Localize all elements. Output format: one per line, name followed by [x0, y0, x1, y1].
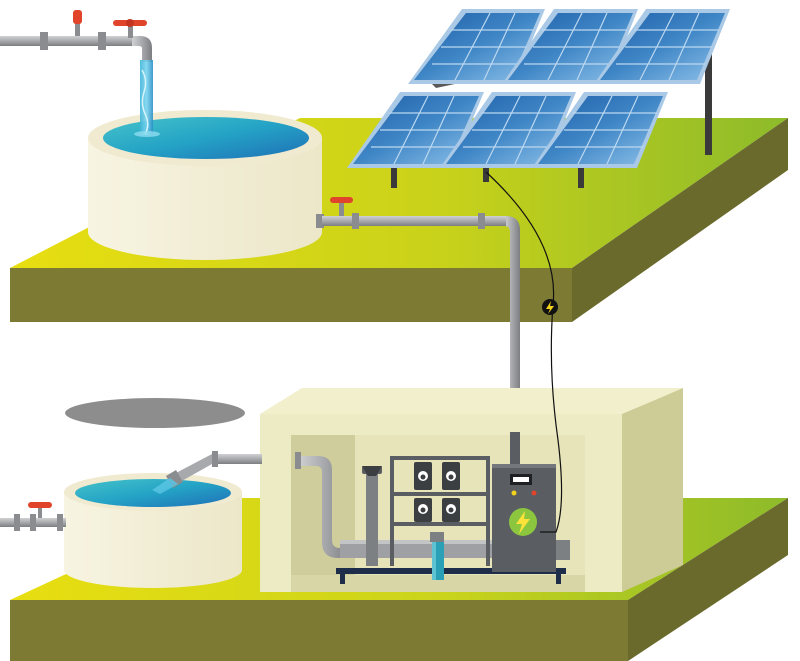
lightning-bolt-icon — [516, 511, 530, 534]
pressure-vessel — [414, 498, 432, 522]
inverter-standpipe — [510, 432, 520, 464]
filter-housing — [430, 532, 444, 580]
status-led-red — [531, 490, 537, 496]
array-support-leg — [705, 40, 712, 155]
array-support-leg — [578, 160, 584, 188]
pump-column — [366, 470, 378, 566]
tank-lid-shadow — [65, 398, 245, 428]
outlet-pipe — [316, 197, 522, 410]
water-supply-pipe — [0, 10, 160, 137]
faucet-stem — [128, 24, 133, 38]
water-stream — [140, 60, 153, 135]
power-cable — [485, 171, 563, 533]
array-support-leg — [483, 160, 489, 182]
solar-panel-row-back — [408, 9, 730, 84]
inlet-valve-icon — [28, 502, 52, 508]
elevated-storage-tank — [88, 110, 322, 260]
solar-panel — [502, 9, 638, 84]
upper-ground-side — [572, 118, 788, 322]
tank-water-surface — [75, 479, 231, 507]
skid-base — [336, 568, 566, 574]
pressure-vessel — [442, 498, 460, 522]
pressure-vessel — [414, 462, 432, 490]
faucet-spout — [132, 36, 152, 62]
solar-panel — [532, 92, 668, 168]
solar-panel — [347, 92, 484, 168]
solar-panel — [408, 9, 545, 84]
valve-stem — [75, 18, 80, 36]
outlet-valve-stem — [339, 202, 344, 216]
upper-ground-front — [10, 268, 572, 322]
pressure-vessel-rack — [390, 456, 490, 566]
discharge-pipe — [152, 451, 262, 494]
solar-array — [347, 9, 730, 188]
status-led-yellow — [511, 490, 517, 496]
solar-panel — [594, 9, 730, 84]
pump-house-roof — [260, 388, 683, 414]
splash — [134, 131, 160, 137]
solar-panel-row-front — [347, 92, 668, 168]
pump-house-floor — [291, 575, 585, 592]
discharge-water — [152, 478, 178, 494]
lightning-bolt-icon — [546, 301, 554, 314]
inlet-pipe — [0, 502, 66, 531]
solar-panel — [440, 92, 576, 168]
inlet-valve-stem — [38, 506, 42, 518]
pump-house-side — [622, 388, 683, 592]
solar-inverter-controller — [492, 464, 570, 572]
outlet-valve-icon — [330, 197, 353, 203]
feed-water-tank — [64, 473, 242, 588]
array-support-leg — [391, 160, 397, 188]
tank-water-surface — [103, 117, 309, 159]
valve-icon — [73, 10, 82, 24]
lower-ground-front — [10, 600, 628, 661]
pressure-vessel — [442, 462, 460, 490]
suction-pipe — [295, 452, 350, 558]
lower-ground-side — [628, 498, 788, 661]
